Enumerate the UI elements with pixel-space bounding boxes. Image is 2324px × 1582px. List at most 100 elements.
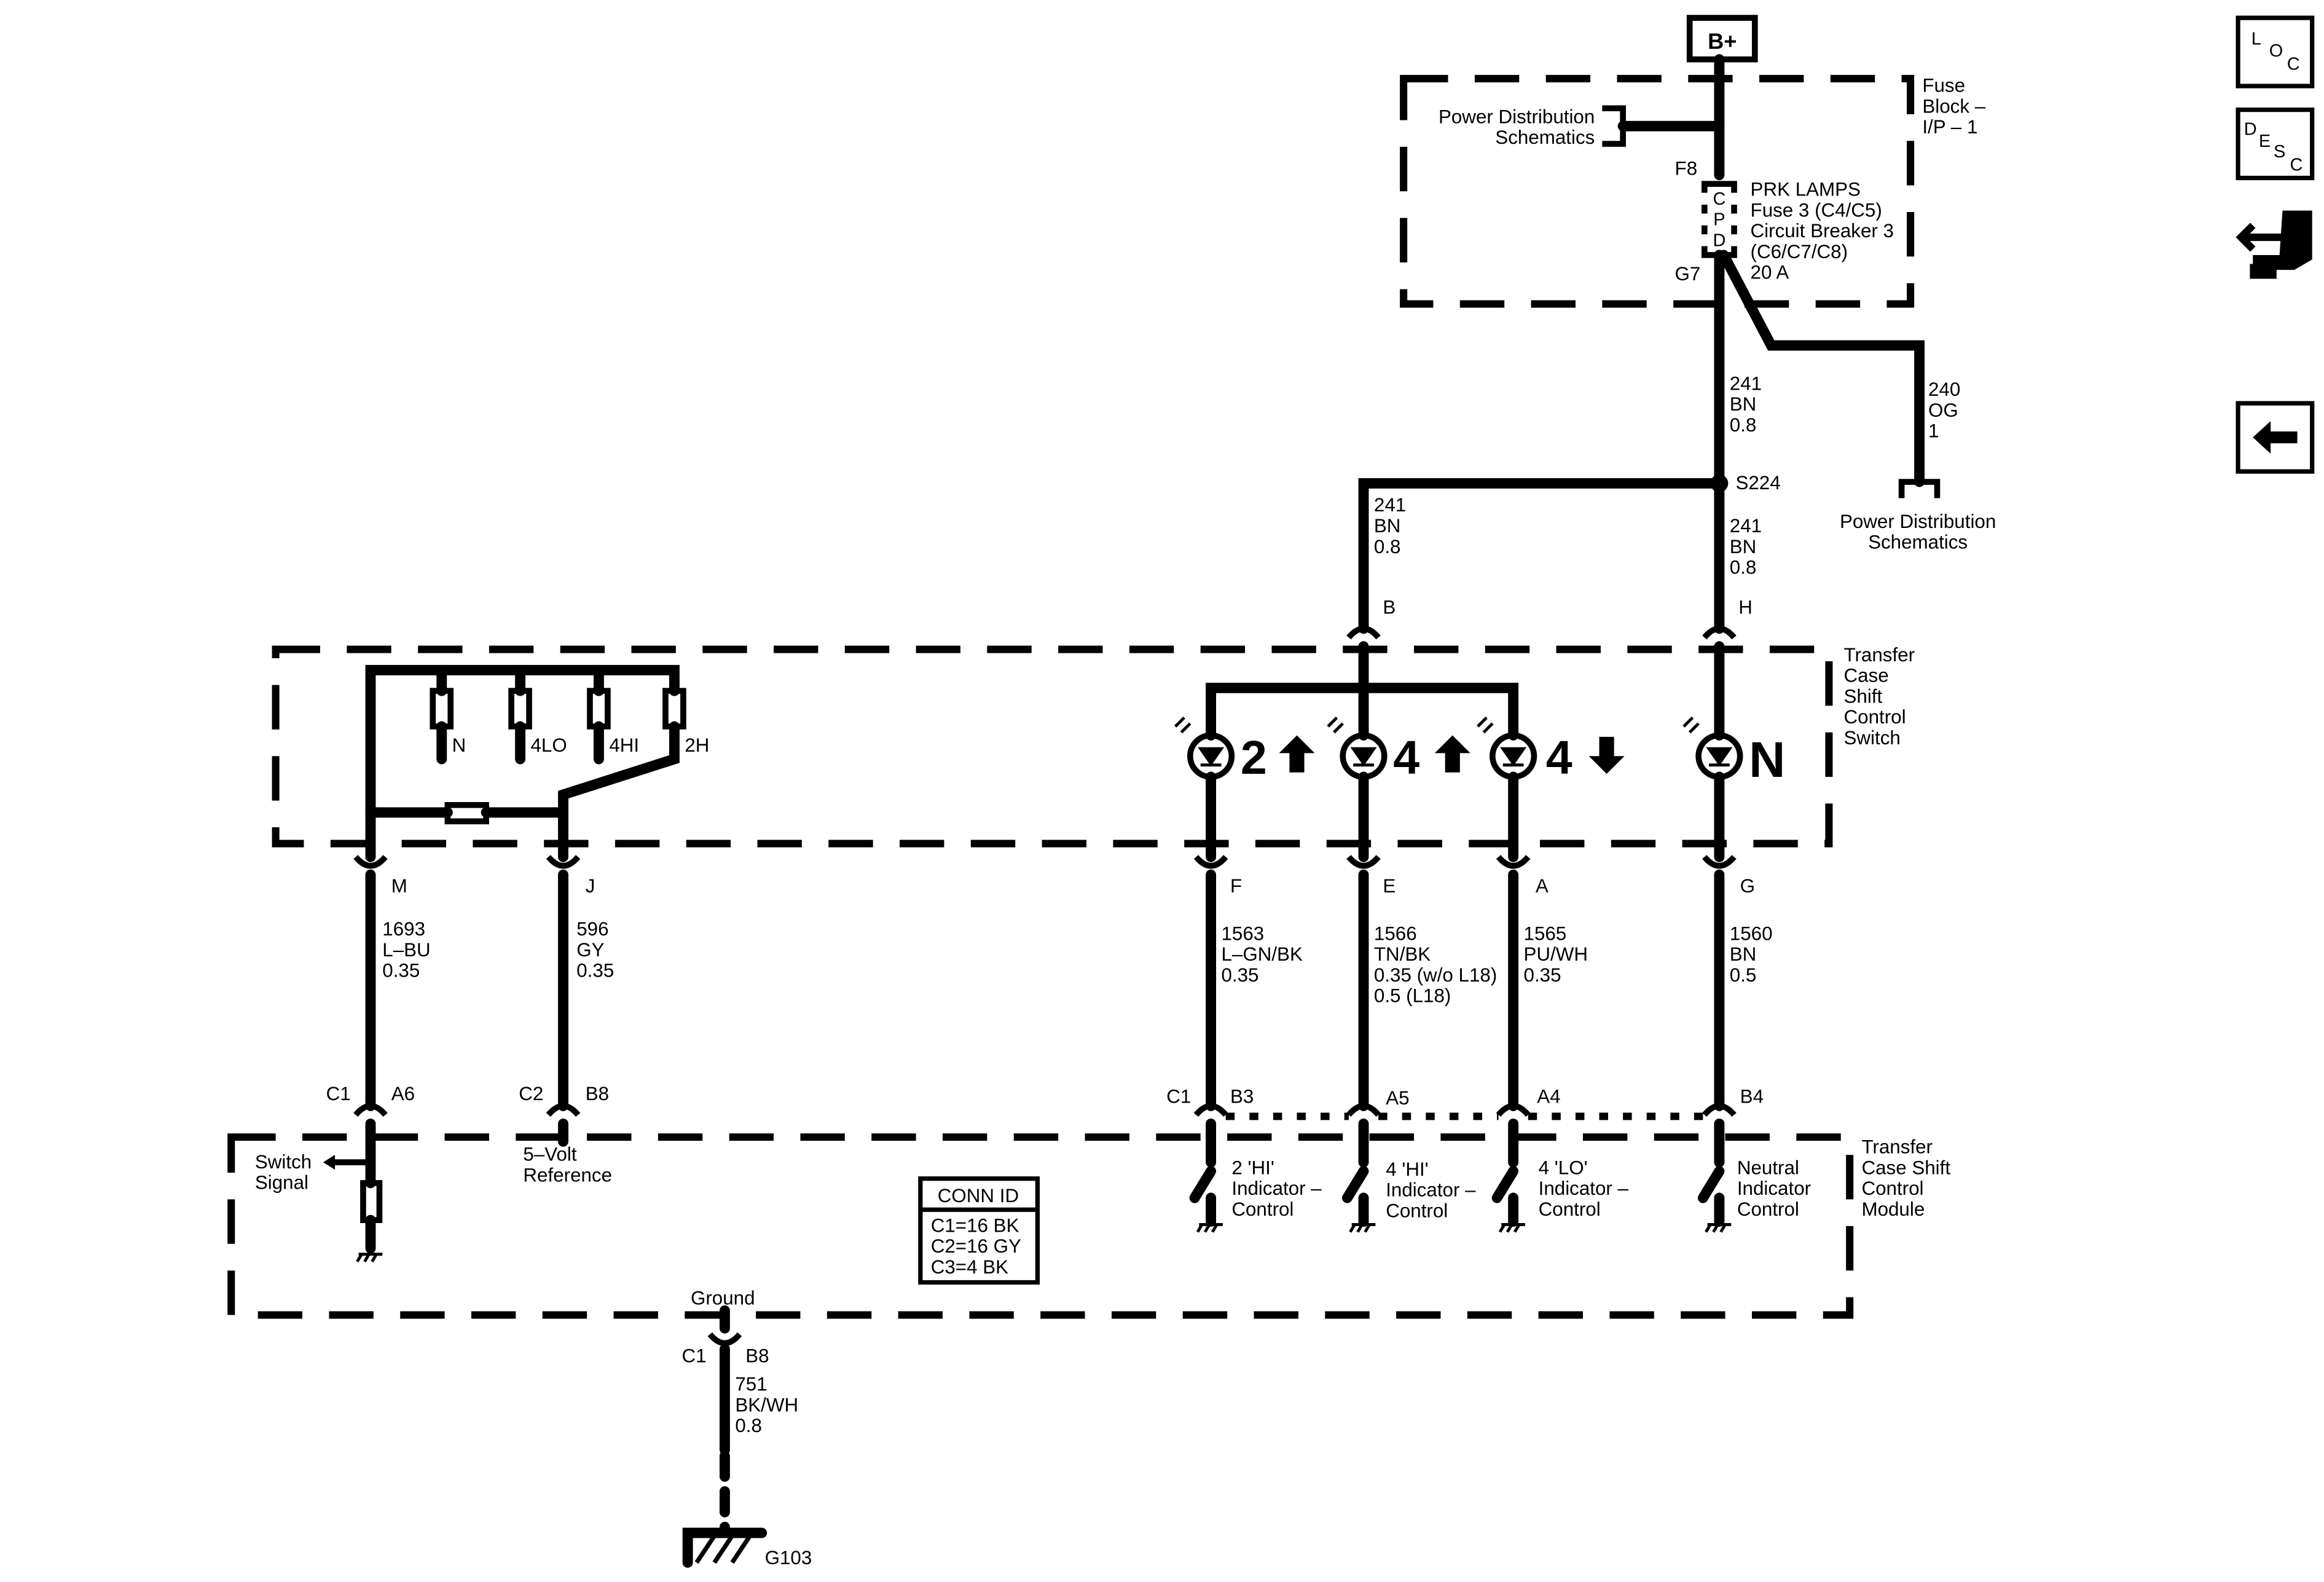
conn-a4-pin: A4	[1537, 1086, 1560, 1108]
back-arrow-icon[interactable]	[2236, 401, 2315, 474]
svg-text:0.8: 0.8	[735, 1415, 762, 1436]
svg-text:C: C	[1713, 189, 1725, 209]
output-neutral-label: Neutral Indicator Control	[1737, 1157, 1811, 1220]
switch-signal-label: Switch Signal	[255, 1151, 312, 1194]
svg-text:Shift: Shift	[1844, 685, 1883, 707]
driver-4lo-switch	[1491, 1118, 1525, 1233]
desc-button[interactable]: D E S C	[2236, 107, 2315, 181]
up-arrow-icon	[1279, 735, 1315, 773]
splice-label: S224	[1735, 472, 1780, 494]
led-4lo	[1477, 716, 1537, 862]
svg-text:Indicator: Indicator	[1737, 1178, 1811, 1199]
svg-text:O: O	[2269, 41, 2283, 61]
fuse-in-pin: F8	[1675, 158, 1698, 179]
wire-1563-label: 1563 L–GN/BK 0.35	[1221, 923, 1302, 986]
svg-text:0.35: 0.35	[576, 960, 614, 982]
svg-text:C3=4 BK: C3=4 BK	[931, 1256, 1008, 1278]
svg-text:C1=16 BK: C1=16 BK	[931, 1214, 1019, 1236]
svg-text:D: D	[2244, 120, 2257, 140]
svg-text:C2=16 GY: C2=16 GY	[931, 1235, 1021, 1257]
svg-text:1560: 1560	[1730, 923, 1773, 944]
driver-2hi-switch	[1189, 1118, 1223, 1233]
pin-a-label: A	[1536, 875, 1549, 897]
svg-text:Power Distribution: Power Distribution	[1439, 106, 1595, 127]
svg-text:C: C	[2287, 54, 2300, 74]
svg-text:Indicator –: Indicator –	[1539, 1178, 1629, 1199]
conn-c2-b8-pin: B8	[586, 1083, 609, 1104]
indicator-neutral-letter: N	[1749, 732, 1785, 788]
svg-text:241: 241	[1730, 515, 1762, 537]
resistor-label-4lo: 4LO	[530, 734, 567, 756]
pin-f-label: F	[1230, 875, 1242, 897]
svg-text:Control: Control	[1386, 1200, 1448, 1221]
svg-text:Transfer: Transfer	[1844, 644, 1915, 666]
output-2hi-label: 2 'HI' Indicator – Control	[1231, 1157, 1322, 1220]
svg-text:1563: 1563	[1221, 923, 1264, 944]
svg-text:1565: 1565	[1524, 923, 1567, 944]
pin-b-label: B	[1383, 597, 1396, 618]
fuse-block-name: Fuse Block – I/P – 1	[1922, 75, 1985, 138]
wire-1693-label: 1693 L–BU 0.35	[382, 918, 430, 982]
svg-text:4 'LO': 4 'LO'	[1539, 1157, 1588, 1178]
wire-241-left-label: 241 BN 0.8	[1374, 494, 1406, 557]
connector-icon[interactable]	[2236, 210, 2312, 279]
svg-text:Power Distribution: Power Distribution	[1840, 511, 1996, 532]
shift-control-switch-name: Transfer Case Shift Control Switch	[1844, 644, 1915, 749]
pin-b-connector	[1346, 626, 1381, 640]
fuse-block-outline	[1400, 74, 1915, 308]
svg-text:BN: BN	[1730, 393, 1757, 415]
battery-supply-label: B+	[1708, 29, 1737, 54]
svg-text:0.35 (w/o L18): 0.35 (w/o L18)	[1374, 964, 1497, 986]
svg-text:Module: Module	[1861, 1198, 1925, 1220]
loc-button[interactable]: L O C	[2236, 15, 2315, 89]
svg-text:C: C	[2290, 155, 2303, 175]
svg-text:0.8: 0.8	[1730, 414, 1757, 436]
up-arrow-icon	[1434, 735, 1470, 773]
svg-text:0.8: 0.8	[1374, 536, 1401, 557]
wire-751-label: 751 BK/WH 0.8	[735, 1374, 798, 1437]
led-bus	[1206, 641, 1725, 741]
indicator-4lo-number: 4	[1546, 731, 1572, 784]
svg-text:Fuse 3 (C4/C5): Fuse 3 (C4/C5)	[1751, 199, 1882, 221]
wire-241-left	[1358, 478, 1725, 634]
wire-240-label: 240 OG 1	[1928, 379, 1960, 442]
svg-text:D: D	[1713, 231, 1725, 251]
shift-control-switch-outline	[272, 645, 1833, 848]
resistor-label-n: N	[452, 734, 466, 756]
svg-text:L–GN/BK: L–GN/BK	[1221, 943, 1302, 965]
indicator-4hi-number: 4	[1393, 731, 1419, 784]
led-neutral	[1682, 716, 1743, 862]
svg-text:E: E	[2259, 132, 2271, 151]
svg-text:L–BU: L–BU	[382, 939, 430, 961]
svg-text:4 'HI': 4 'HI'	[1386, 1159, 1428, 1180]
pds-link-bottom[interactable]: Power Distribution Schematics	[1840, 511, 1996, 553]
ground-connector	[707, 1332, 742, 1347]
resistor-label-2h: 2H	[685, 734, 709, 756]
svg-text:240: 240	[1928, 379, 1960, 400]
svg-text:PU/WH: PU/WH	[1524, 943, 1588, 965]
conn-b4-pin: B4	[1740, 1086, 1764, 1108]
svg-text:0.35: 0.35	[382, 960, 420, 982]
five-volt-reference-label: 5–Volt Reference	[523, 1144, 612, 1186]
svg-text:Case: Case	[1844, 665, 1889, 687]
svg-text:241: 241	[1374, 494, 1406, 516]
svg-text:(C6/C7/C8): (C6/C7/C8)	[1751, 241, 1848, 262]
led-4hi	[1327, 716, 1388, 862]
control-module-name: Transfer Case Shift Control Module	[1861, 1136, 1950, 1220]
conn-a5-pin: A5	[1386, 1087, 1409, 1109]
svg-text:Control: Control	[1844, 706, 1906, 728]
pds-link-top[interactable]: Power Distribution Schematics	[1439, 105, 1725, 148]
svg-text:Switch: Switch	[255, 1151, 312, 1173]
fuse-description: PRK LAMPS Fuse 3 (C4/C5) Circuit Breaker…	[1751, 178, 1894, 283]
indicator-2hi-number: 2	[1241, 731, 1267, 784]
svg-text:751: 751	[735, 1374, 767, 1395]
svg-text:0.35: 0.35	[1221, 964, 1258, 986]
svg-text:596: 596	[576, 918, 608, 940]
svg-text:241: 241	[1730, 372, 1762, 394]
svg-text:Case Shift: Case Shift	[1861, 1157, 1950, 1178]
svg-text:BN: BN	[1374, 515, 1401, 537]
svg-text:Indicator –: Indicator –	[1231, 1178, 1322, 1199]
control-module-outline	[227, 1133, 1854, 1319]
svg-text:OG: OG	[1928, 399, 1958, 421]
